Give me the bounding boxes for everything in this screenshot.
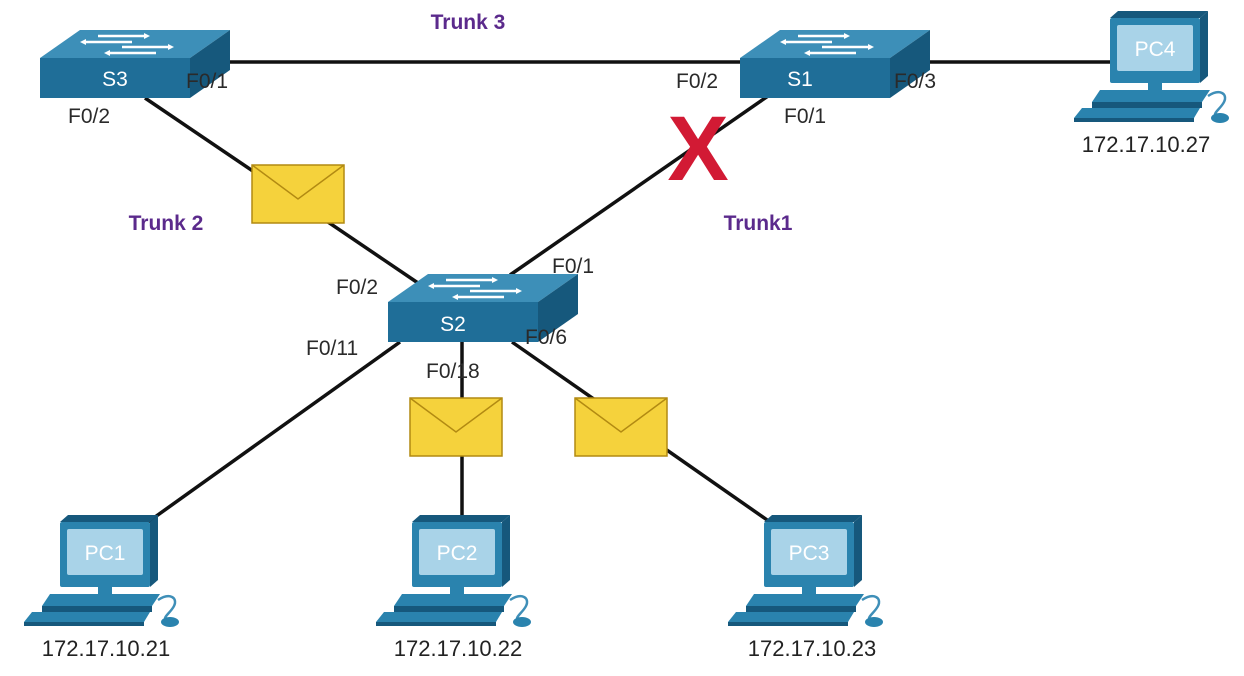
switch-s1-label: S1 [787,68,813,91]
port-label-s1-f01: F0/1 [784,105,826,128]
trunk2-label: Trunk 2 [129,212,204,235]
pc2-ip-address: 172.17.10.22 [394,636,522,661]
port-label-s2-f02: F0/2 [336,276,378,299]
switch-s2[interactable]: S2 [386,272,580,344]
pc-icon [22,513,181,629]
trunk3-label: Trunk 3 [431,11,506,34]
envelope-icon [251,164,345,224]
port-label-s2-f018: F0/18 [426,360,480,383]
switch-s3[interactable]: S3 [38,28,232,100]
pc-pc4[interactable]: PC4 [1072,9,1231,125]
pc-pc1-label: PC1 [85,542,126,565]
port-label-s2-f01: F0/1 [552,255,594,278]
port-label-s1-f03: F0/3 [894,70,936,93]
frame-envelope-pc2 [409,397,503,457]
trunk1-label: Trunk1 [724,212,793,235]
frame-envelope-pc3 [574,397,668,457]
pc3-ip-address: 172.17.10.23 [748,636,876,661]
port-label-s3-f01: F0/1 [186,70,228,93]
pc-pc2-label: PC2 [437,542,478,565]
pc-icon [726,513,885,629]
pc1-ip-address: 172.17.10.21 [42,636,170,661]
frame-envelope-trunk2 [251,164,345,224]
pc-pc3[interactable]: PC3 [726,513,885,629]
pc-icon [374,513,533,629]
switch-s2-label: S2 [440,313,466,336]
port-label-s1-f02: F0/2 [676,70,718,93]
pc-pc1[interactable]: PC1 [22,513,181,629]
pc-pc3-label: PC3 [789,542,830,565]
link-s2-pc1 [146,340,402,524]
switch-s1[interactable]: S1 [738,28,932,100]
port-label-s2-f06: F0/6 [525,326,567,349]
pc-icon [1072,9,1231,125]
pc-pc2[interactable]: PC2 [374,513,533,629]
pc-pc4-label: PC4 [1135,38,1176,61]
port-label-s3-f02: F0/2 [68,105,110,128]
link-trunk1-s1-s2 [509,94,769,277]
switch-s3-label: S3 [102,68,128,91]
envelope-icon [409,397,503,457]
blocked-port-x-mark: X [667,98,728,200]
pc4-ip-address: 172.17.10.27 [1082,132,1210,157]
port-label-s2-f011: F0/11 [306,337,358,360]
envelope-icon [574,397,668,457]
